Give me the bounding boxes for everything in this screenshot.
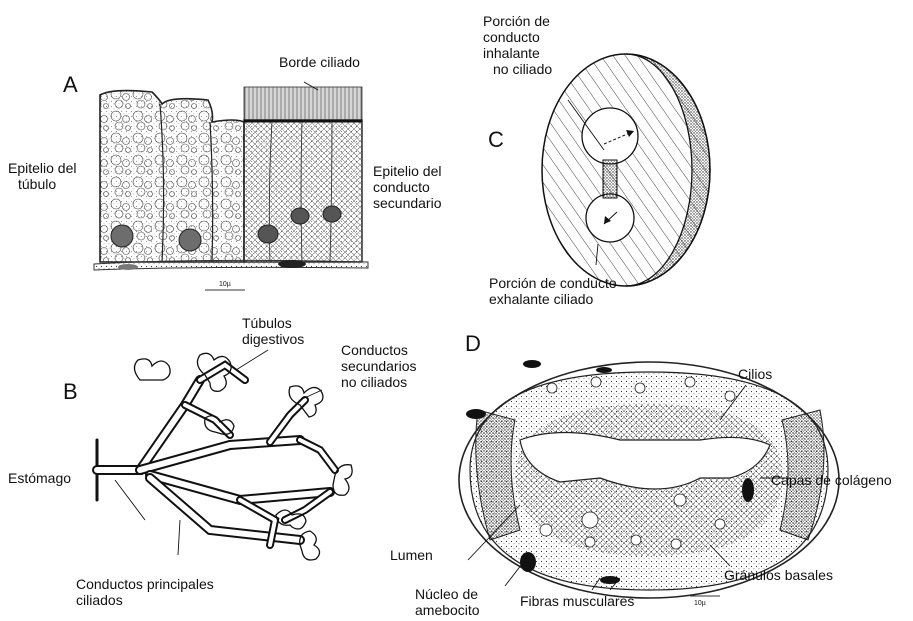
panel-d-letter: D bbox=[465, 332, 481, 356]
panel-a-letter: A bbox=[63, 73, 78, 97]
label-granulos-basales: Gránulos basales bbox=[724, 567, 833, 583]
label-capas-colageno: Capas de colágeno bbox=[771, 472, 892, 488]
label-borde-ciliado: Borde ciliado bbox=[279, 54, 360, 70]
label-cilios: Cilios bbox=[738, 366, 772, 382]
label-estomago: Estómago bbox=[8, 470, 71, 486]
panel-a-epithelium bbox=[94, 87, 368, 270]
label-fibras-musculares: Fibras musculares bbox=[520, 593, 634, 609]
panel-c-duct bbox=[542, 54, 710, 286]
label-lumen: Lumen bbox=[390, 547, 433, 563]
scale-label-d: 10µ bbox=[694, 600, 706, 607]
panel-c-letter: C bbox=[488, 128, 504, 152]
panel-b-ducts bbox=[97, 353, 352, 560]
panel-b-letter: B bbox=[63, 380, 78, 404]
scale-label-a: 10µ bbox=[219, 281, 231, 288]
